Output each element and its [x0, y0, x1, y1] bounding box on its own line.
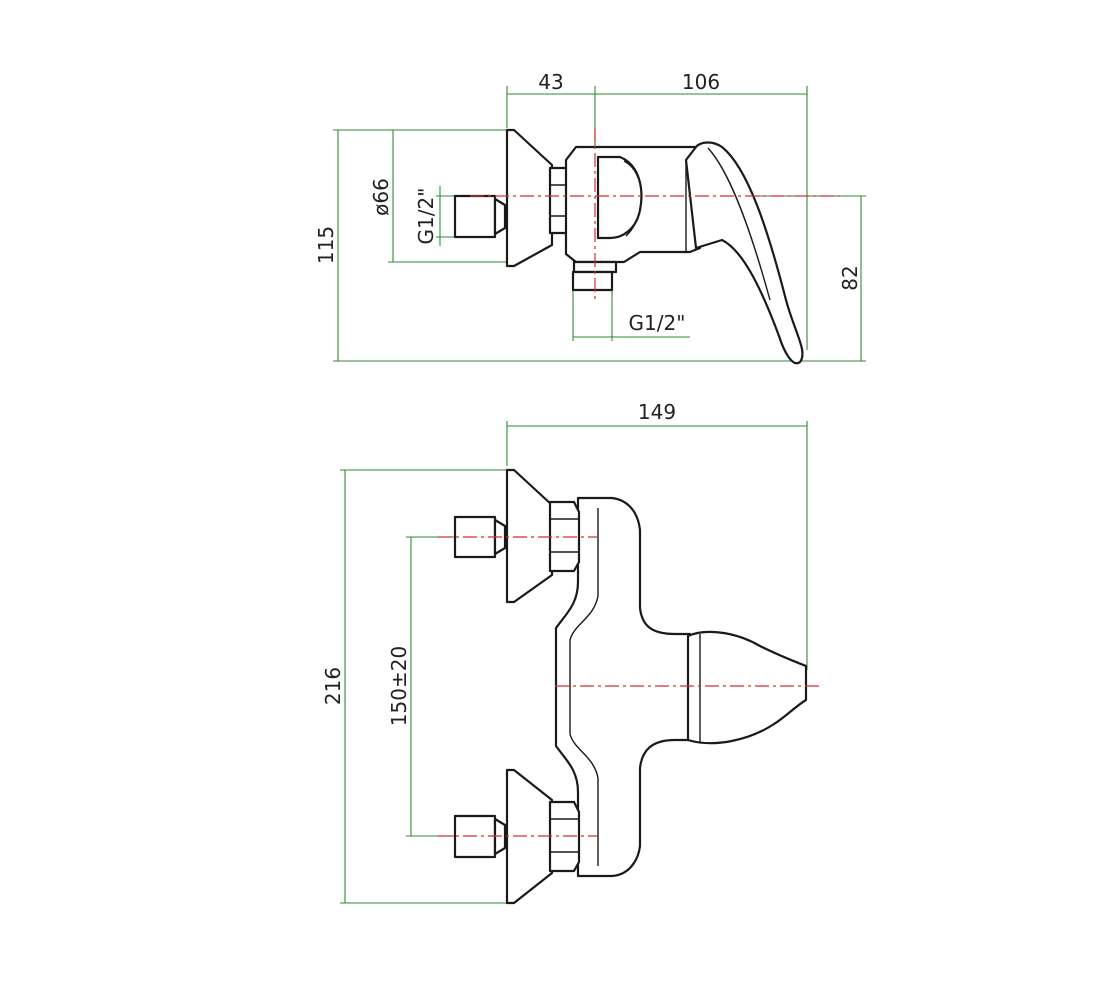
front-view-dimension-lines — [340, 421, 808, 904]
dim-g-inlet-label: G1/2" — [414, 188, 438, 245]
side-view-dimension-labels: 43 106 115 ø66 G1/2" 82 G1/2" — [314, 70, 862, 335]
dim-106-label: 106 — [682, 70, 720, 94]
front-view-center-lines — [438, 536, 822, 837]
side-view: 43 106 115 ø66 G1/2" 82 G1/2" — [314, 70, 866, 365]
dim-115-label: 115 — [314, 226, 338, 264]
side-view-center-lines — [470, 128, 840, 300]
dim-150-tolerance-label: 150±20 — [387, 646, 411, 726]
dim-43-label: 43 — [538, 70, 563, 94]
dim-g-outlet-label: G1/2" — [629, 311, 686, 335]
front-view-body — [453, 468, 808, 905]
dim-216-label: 216 — [321, 667, 345, 705]
dim-82-label: 82 — [838, 265, 862, 290]
front-view-dimension-labels: 149 216 150±20 — [321, 400, 676, 726]
dim-149-label: 149 — [638, 400, 676, 424]
dim-diameter-66-label: ø66 — [369, 178, 393, 216]
front-view: 149 216 150±20 — [321, 400, 822, 905]
